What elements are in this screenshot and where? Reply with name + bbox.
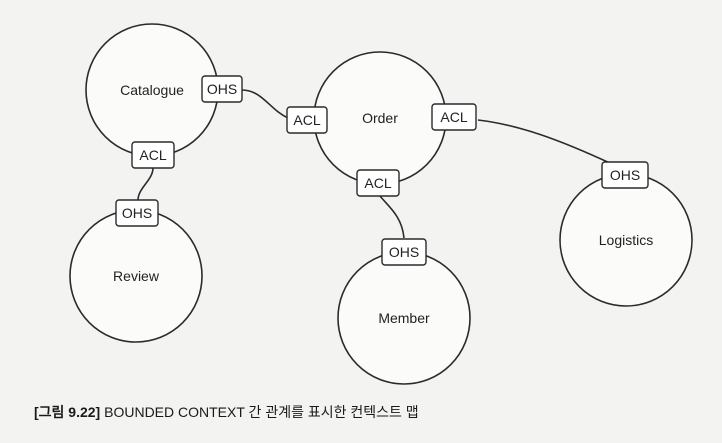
figure-caption: [그림 9.22] BOUNDED CONTEXT 간 관계를 표시한 컨텍스트… [34, 402, 419, 422]
tag-review-ohs: OHS [115, 199, 159, 227]
tag-order-acl-left-text: ACL [293, 112, 320, 128]
tag-order-acl-right-text: ACL [440, 109, 467, 125]
tag-catalogue-acl: ACL [131, 141, 175, 169]
link-order-member [379, 195, 405, 239]
tag-logistics-ohs-text: OHS [610, 167, 640, 183]
catalogue-label: Catalogue [120, 82, 184, 98]
tag-order-acl-bottom: ACL [356, 169, 400, 197]
tag-review-ohs-text: OHS [122, 205, 152, 221]
tag-order-acl-bottom-text: ACL [364, 175, 391, 191]
tag-order-acl-right: ACL [431, 103, 477, 131]
link-order-logistics [477, 119, 613, 165]
tag-catalogue-ohs: OHS [201, 75, 243, 103]
tag-order-acl-left: ACL [286, 106, 328, 134]
tag-member-ohs: OHS [381, 238, 427, 266]
link-catalogue-order [241, 89, 289, 119]
logistics-label: Logistics [599, 232, 653, 248]
review-label: Review [113, 268, 160, 284]
figure-number: [그림 9.22] [34, 404, 101, 420]
tag-member-ohs-text: OHS [389, 244, 419, 260]
tag-logistics-ohs: OHS [601, 161, 649, 189]
figure-caption-text: BOUNDED CONTEXT 간 관계를 표시한 컨텍스트 맵 [104, 404, 419, 420]
tag-catalogue-acl-text: ACL [139, 147, 166, 163]
link-catalogue-review [137, 167, 154, 201]
order-label: Order [362, 110, 398, 126]
tag-catalogue-ohs-text: OHS [207, 81, 237, 97]
member-label: Member [378, 310, 430, 326]
